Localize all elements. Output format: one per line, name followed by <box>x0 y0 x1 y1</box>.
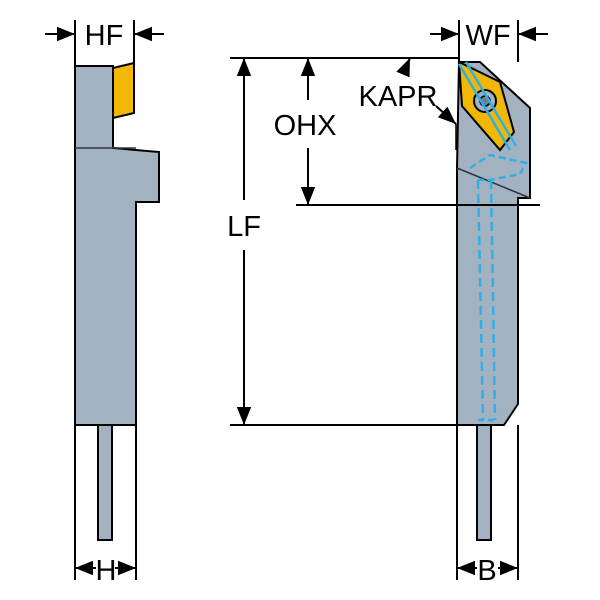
coolant-channel <box>457 61 528 422</box>
lf-dimension: LF <box>227 57 459 426</box>
side-view-body <box>74 65 160 426</box>
b-dimension: B <box>456 425 519 587</box>
wf-dimension: WF <box>430 20 548 62</box>
ohx-label: OHX <box>274 110 337 142</box>
lf-label: LF <box>227 211 261 243</box>
side-view-shank <box>97 424 113 541</box>
b-label: B <box>477 555 496 587</box>
h-dimension: H <box>74 425 137 587</box>
kapr-label: KAPR <box>359 81 438 113</box>
front-view-body <box>456 61 531 426</box>
h-label: H <box>96 555 117 587</box>
hf-dimension: HF <box>45 20 164 66</box>
side-view-insert <box>112 61 135 120</box>
front-view-facet <box>456 167 531 199</box>
front-view-shank <box>476 424 492 541</box>
kapr-callout: KAPR <box>359 57 457 150</box>
hf-label: HF <box>85 20 124 52</box>
ohx-dimension: OHX <box>274 58 540 206</box>
side-view <box>74 61 160 541</box>
front-view <box>456 60 531 541</box>
wf-label: WF <box>465 20 510 52</box>
